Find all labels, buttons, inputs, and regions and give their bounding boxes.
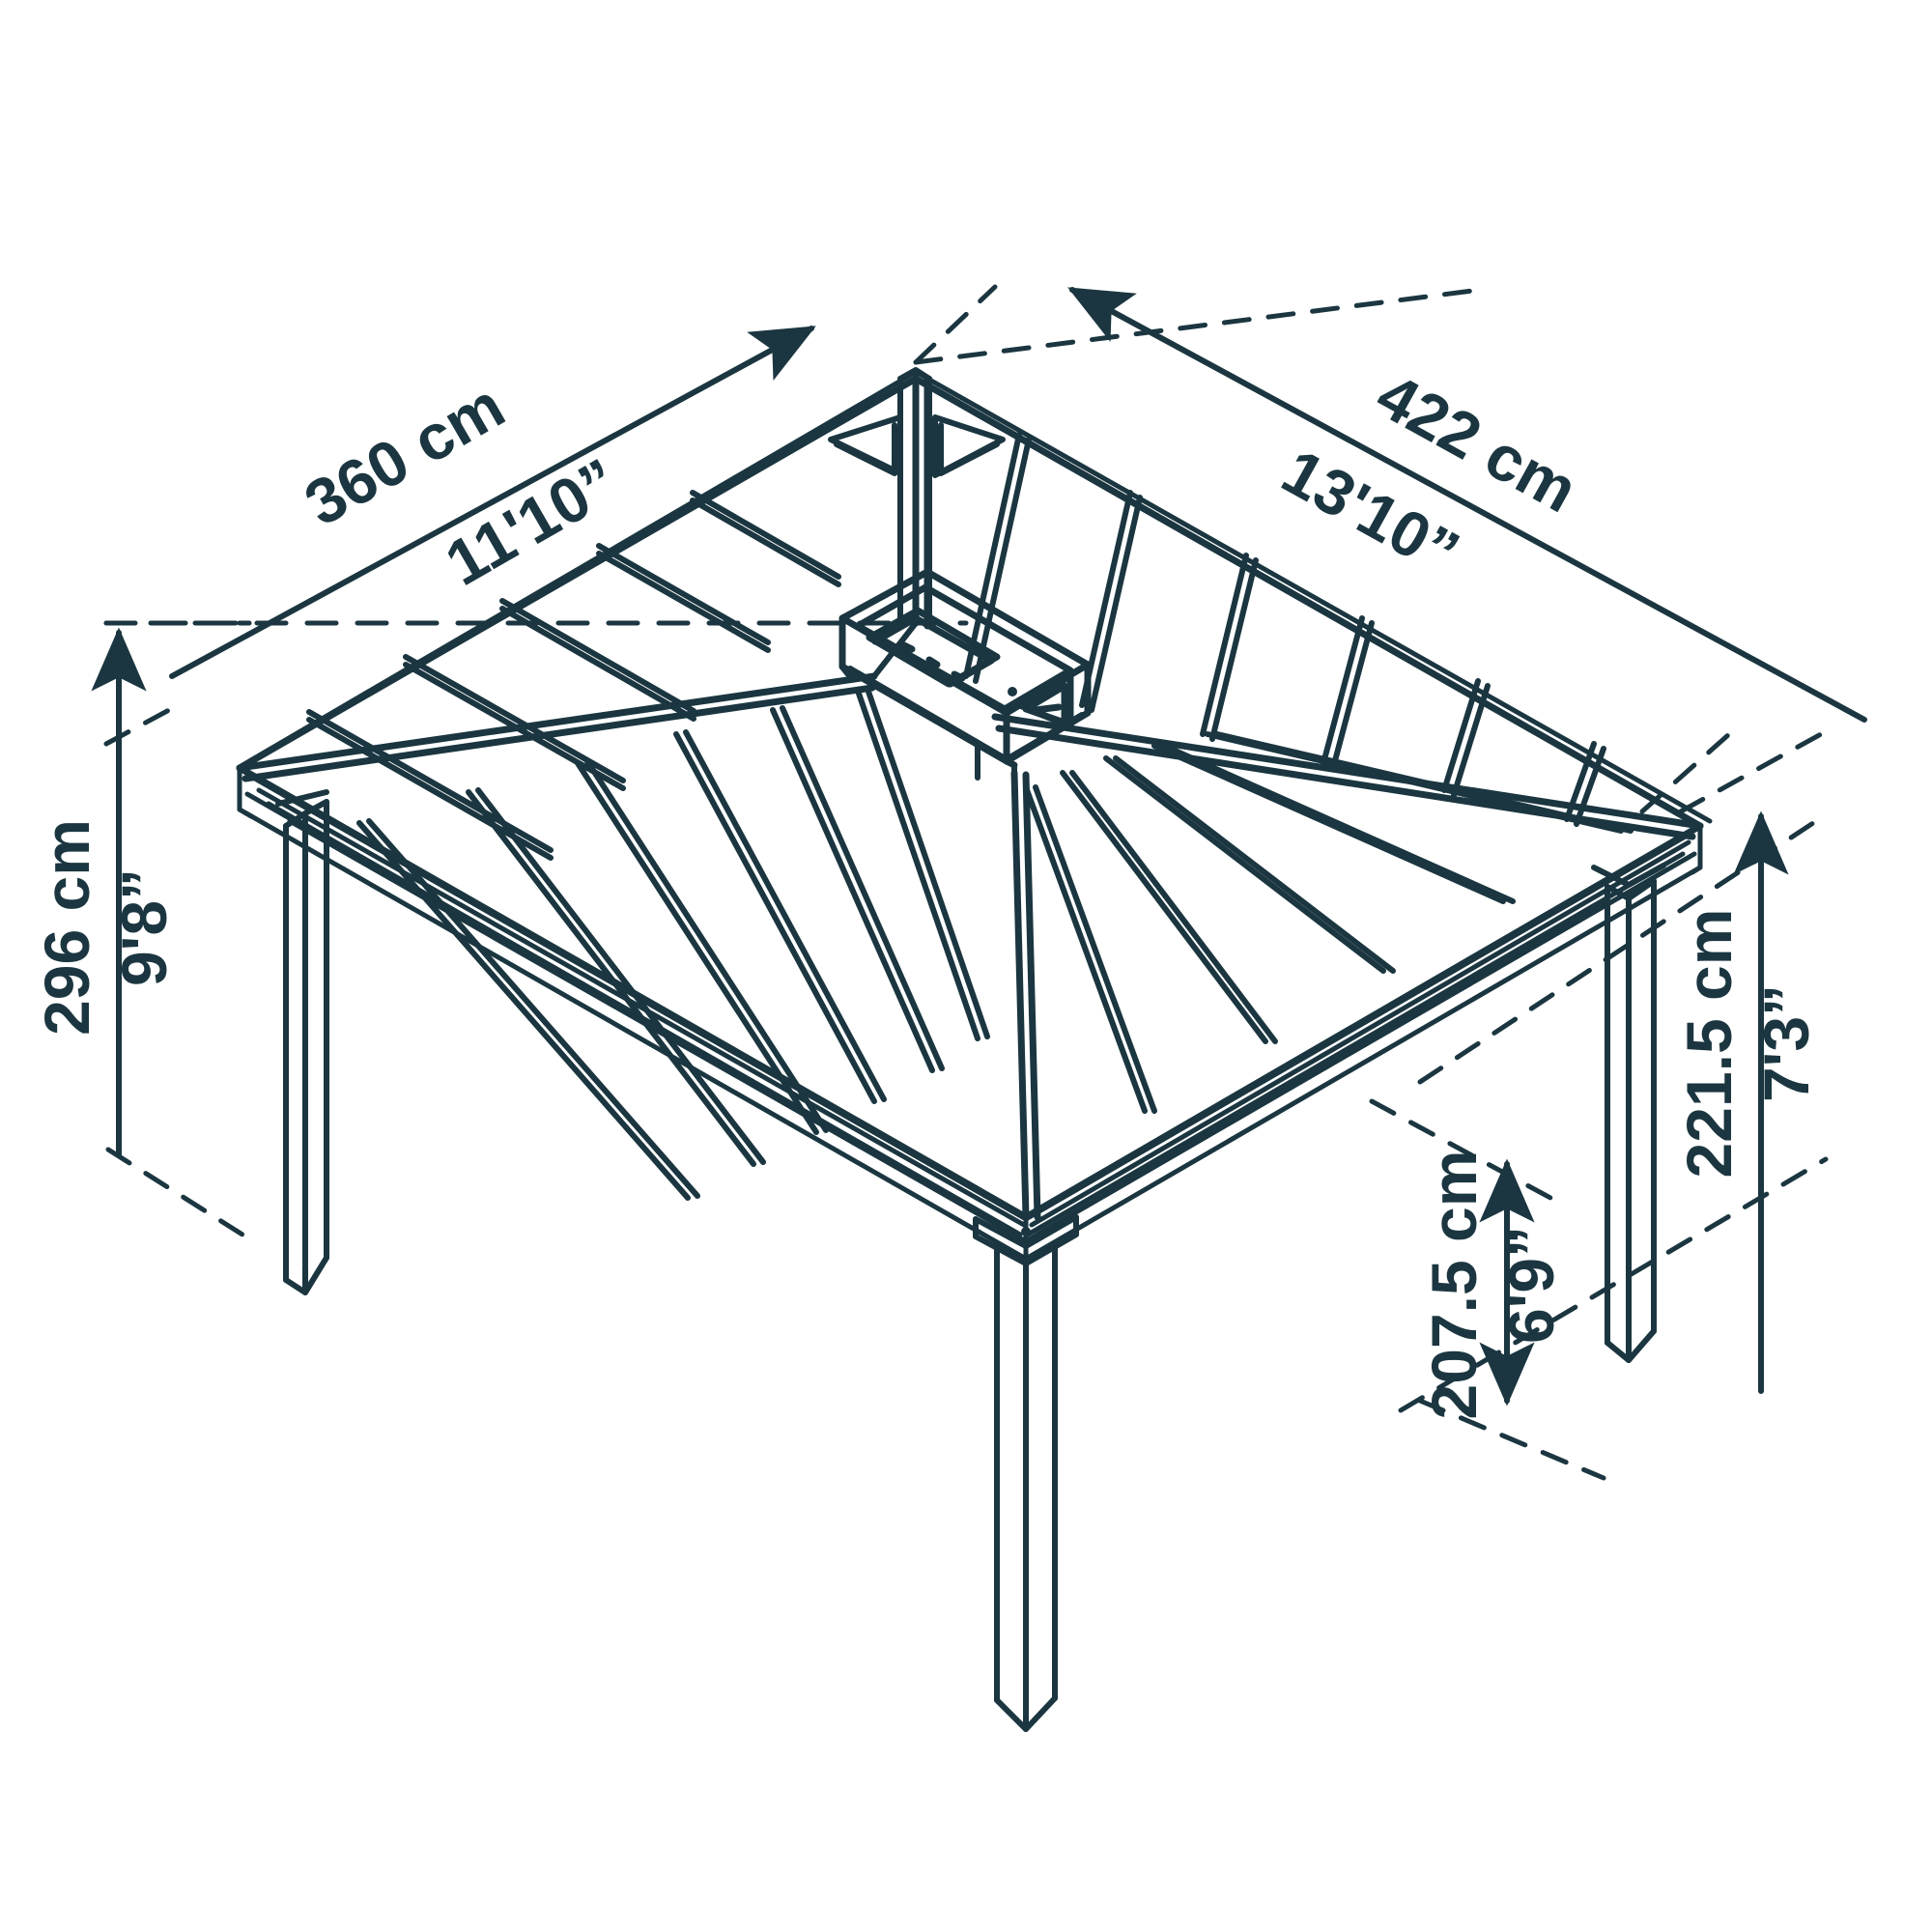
dim-label-207: 207.5 cm 6'9” [1418,1151,1567,1420]
roof-fascia [237,369,1713,1262]
dim-label-422: 422 cm 13'10” [1271,358,1589,588]
apex-brackets [828,414,1006,478]
perimeter-beam [287,818,1608,1237]
dim-221-imperial: 7'3” [1750,984,1822,1102]
left-corner-post [275,789,329,1295]
dim-207-imperial: 6'9” [1495,1226,1567,1344]
roof-panel-rear-left [306,490,841,861]
right-corner-post [1591,863,1666,1363]
roof-panel-front-right [1023,731,1634,1114]
dim-label-360: 360 cm 11'10” [293,369,630,599]
dim-207-metric: 207.5 cm [1418,1151,1490,1420]
roof-eave-trim-front-left [256,787,1027,1237]
roof-panel-front-left [356,686,990,1201]
dimension-arrows [91,287,1867,1406]
dim-arrow-360 [169,326,816,679]
dim-label-296: 296 cm 9'8” [31,819,180,1036]
dim-arrow-422 [1067,287,1867,723]
dim-296-metric: 296 cm [31,819,102,1036]
front-corner-post [973,1214,1079,1732]
dim-296-imperial: 9'8” [108,868,180,986]
dim-360-imperial: 11'10” [434,444,630,599]
roof-panel-rear-right [963,432,1606,827]
center-hub-skirt [847,666,1085,795]
dim-label-221: 221.5 cm 7'3” [1673,909,1822,1179]
roof-eave-trim-front-right [1025,839,1691,1237]
dim-221-metric: 221.5 cm [1673,909,1745,1179]
